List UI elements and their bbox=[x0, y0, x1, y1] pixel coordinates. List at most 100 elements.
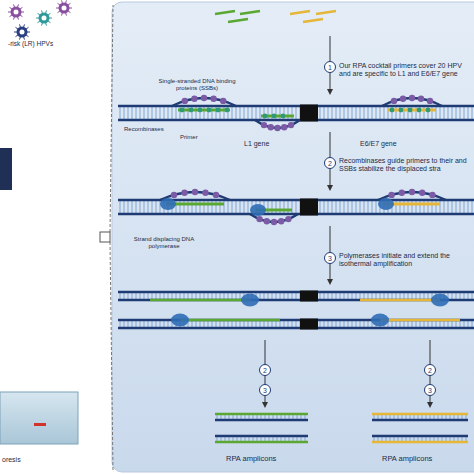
recombinase bbox=[216, 108, 221, 113]
primer bbox=[240, 11, 260, 14]
ssb-protein bbox=[264, 218, 270, 224]
new-strand bbox=[180, 319, 280, 322]
ssb-protein bbox=[271, 219, 277, 225]
zoom-panel bbox=[112, 2, 474, 472]
polymerase bbox=[171, 314, 189, 327]
step-circle: 3 bbox=[424, 384, 436, 396]
recombinase bbox=[417, 108, 422, 113]
annotation-label: Our RPA cocktail primers cover 20 HPV an… bbox=[339, 62, 474, 78]
step-number: 2 bbox=[428, 367, 432, 374]
recombinase bbox=[189, 108, 194, 113]
annotation-label: Single-stranded DNA binding proteins (SS… bbox=[152, 78, 242, 92]
primer bbox=[303, 19, 323, 22]
ssb-protein bbox=[182, 98, 188, 104]
recombinase bbox=[180, 108, 185, 113]
recombinase bbox=[225, 108, 230, 113]
ssb-protein bbox=[427, 98, 433, 104]
ssb-protein bbox=[191, 96, 197, 102]
ssb-protein bbox=[181, 190, 187, 196]
polymerase bbox=[160, 198, 176, 210]
polymerase bbox=[431, 294, 449, 307]
gene-junction bbox=[300, 291, 318, 302]
virus-icon bbox=[14, 24, 30, 39]
step-circle: 2 bbox=[259, 364, 271, 376]
step-circle: 2 bbox=[324, 157, 336, 169]
primer bbox=[290, 11, 310, 14]
ssb-protein bbox=[220, 98, 226, 104]
new-strand bbox=[150, 299, 250, 302]
dna-strand bbox=[118, 292, 474, 300]
recombinase bbox=[207, 108, 212, 113]
dna-strand bbox=[215, 414, 308, 420]
ssb-protein bbox=[388, 192, 394, 198]
ssb-protein bbox=[391, 98, 397, 104]
ssb-protein bbox=[285, 216, 291, 222]
ssb-protein bbox=[278, 218, 284, 224]
primer bbox=[178, 109, 230, 112]
annotation-label: -risk (LR) HPVs bbox=[8, 40, 98, 47]
primer bbox=[316, 11, 336, 14]
primer bbox=[215, 11, 235, 14]
ssb-protein bbox=[409, 189, 415, 195]
zoom-line bbox=[110, 242, 113, 470]
recombinase bbox=[272, 114, 277, 119]
annotation-label: oresis bbox=[2, 456, 62, 464]
gene-junction bbox=[300, 199, 318, 216]
new-strand bbox=[380, 319, 460, 322]
device-block bbox=[0, 148, 12, 190]
ssb-protein bbox=[274, 125, 280, 131]
primer bbox=[228, 19, 248, 22]
annotation-label: RPA amplicons bbox=[226, 455, 306, 464]
zoom-line bbox=[110, 5, 113, 232]
step-number: 3 bbox=[328, 255, 332, 262]
polymerase bbox=[250, 204, 266, 216]
polymerase bbox=[371, 314, 389, 327]
ssb-protein bbox=[213, 192, 219, 198]
dna-strand bbox=[215, 436, 308, 442]
recombinase bbox=[399, 108, 404, 113]
dna-strand bbox=[118, 106, 474, 120]
step-circle: 1 bbox=[324, 61, 336, 73]
ssb-protein bbox=[171, 192, 177, 198]
virus-icon bbox=[56, 0, 72, 15]
ssb-protein bbox=[418, 96, 424, 102]
recombinase bbox=[281, 114, 286, 119]
zoom-box bbox=[100, 232, 110, 242]
ssb-protein bbox=[400, 96, 406, 102]
ssb-protein bbox=[192, 189, 198, 195]
step-circle: 3 bbox=[259, 384, 271, 396]
step-number: 1 bbox=[328, 64, 332, 71]
primer bbox=[261, 115, 294, 118]
virus-icon bbox=[8, 4, 24, 19]
ssb-protein bbox=[429, 192, 435, 198]
dna-strand bbox=[372, 436, 468, 442]
virus-icon bbox=[36, 10, 52, 25]
new-strand bbox=[360, 299, 440, 302]
ssb-protein bbox=[288, 122, 294, 128]
annotation-label: RPA amplicons bbox=[382, 455, 462, 464]
step-number: 2 bbox=[263, 367, 267, 374]
ssb-protein bbox=[268, 124, 274, 130]
step-circle: 2 bbox=[424, 364, 436, 376]
ssb-protein bbox=[256, 216, 262, 222]
ssb-protein bbox=[202, 190, 208, 196]
ssb-protein bbox=[201, 95, 207, 101]
gel-band bbox=[34, 423, 46, 426]
primer bbox=[388, 109, 436, 112]
gene-junction bbox=[300, 319, 318, 330]
recombinase bbox=[263, 114, 268, 119]
gel-image bbox=[0, 392, 78, 444]
gene-junction bbox=[300, 105, 318, 122]
step-number: 2 bbox=[328, 160, 332, 167]
step-number: 3 bbox=[428, 387, 432, 394]
ssb-protein bbox=[399, 190, 405, 196]
annotation-label: E6/E7 gene bbox=[360, 140, 420, 148]
ssb-protein bbox=[210, 96, 216, 102]
step-number: 3 bbox=[263, 387, 267, 394]
polymerase bbox=[378, 198, 394, 210]
ssb-protein bbox=[409, 95, 415, 101]
ssb-protein bbox=[261, 122, 267, 128]
recombinase bbox=[198, 108, 203, 113]
annotation-label: Recombinases bbox=[124, 126, 184, 133]
